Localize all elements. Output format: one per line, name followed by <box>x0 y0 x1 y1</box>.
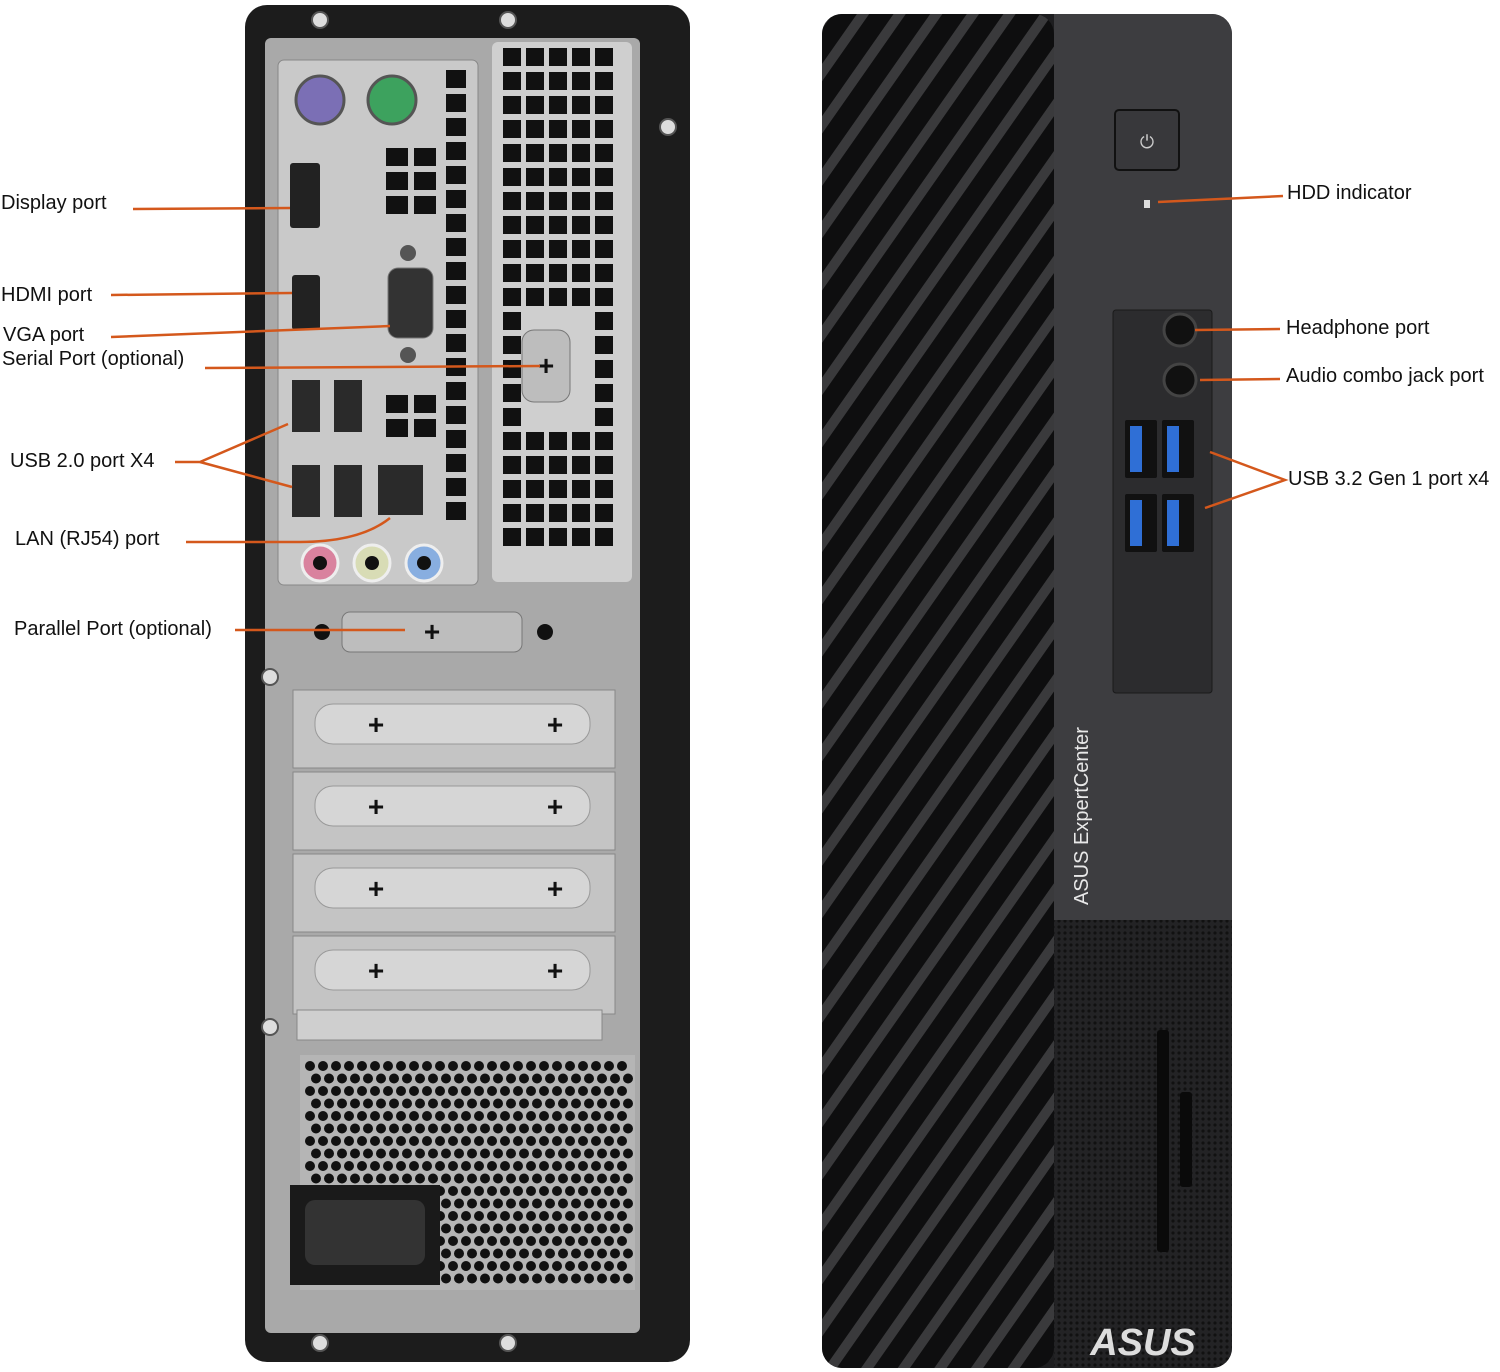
label-parallel-port: Parallel Port (optional) <box>14 618 212 640</box>
label-usb2-ports: USB 2.0 port X4 <box>10 450 155 472</box>
front-stripes <box>822 14 1054 1368</box>
asus-logo: ASUS <box>1089 1322 1196 1364</box>
svg-text:+: + <box>547 791 563 822</box>
vent-grid <box>492 42 632 582</box>
ps2-mouse-port <box>366 74 418 126</box>
svg-text:+: + <box>368 709 384 740</box>
svg-text:+: + <box>538 350 554 381</box>
model-name: ASUS ExpertCenter <box>1071 727 1093 905</box>
usb2-ports-group <box>292 380 362 517</box>
label-hdd-indicator: HDD indicator <box>1287 182 1412 204</box>
hdd-led <box>1144 200 1150 208</box>
svg-text:+: + <box>547 955 563 986</box>
svg-text:+: + <box>368 873 384 904</box>
svg-text:+: + <box>547 873 563 904</box>
svg-text:+: + <box>368 791 384 822</box>
label-display-port: Display port <box>1 192 107 214</box>
audio-combo-jack <box>1162 362 1198 398</box>
label-vga-port: VGA port <box>3 324 85 346</box>
hdmi-connector <box>292 275 320 330</box>
svg-text:+: + <box>424 616 440 647</box>
displayport-connector <box>290 163 320 228</box>
power-icon: ⏻ <box>1140 132 1154 152</box>
label-serial-port: Serial Port (optional) <box>2 348 185 370</box>
svg-text:+: + <box>547 709 563 740</box>
ps2-keyboard-port <box>294 74 346 126</box>
lan-connector <box>378 465 423 515</box>
label-audio-combo-port: Audio combo jack port <box>1286 365 1484 387</box>
psu-vent-mesh <box>305 1061 633 1284</box>
expansion-slots: + + + + + + + + <box>292 689 616 1041</box>
headphone-jack <box>1162 312 1198 348</box>
usb3-ports-group <box>1125 420 1194 552</box>
label-lan-port: LAN (RJ54) port <box>15 528 160 550</box>
rear-view: + + + + + + + + + + <box>245 5 690 1362</box>
label-hdmi-port: HDMI port <box>1 284 93 306</box>
power-button[interactable] <box>1114 109 1180 171</box>
label-usb3-ports: USB 3.2 Gen 1 port x4 <box>1288 468 1490 490</box>
front-view: ⏻ ASUS ExpertCenter ASUS <box>822 14 1232 1368</box>
vga-connector <box>387 267 434 339</box>
svg-text:+: + <box>368 955 384 986</box>
leader-lines <box>110 194 1289 632</box>
sd-card-slot <box>1180 1092 1192 1187</box>
label-headphone-port: Headphone port <box>1286 317 1430 339</box>
card-reader-slot <box>1157 1030 1169 1252</box>
